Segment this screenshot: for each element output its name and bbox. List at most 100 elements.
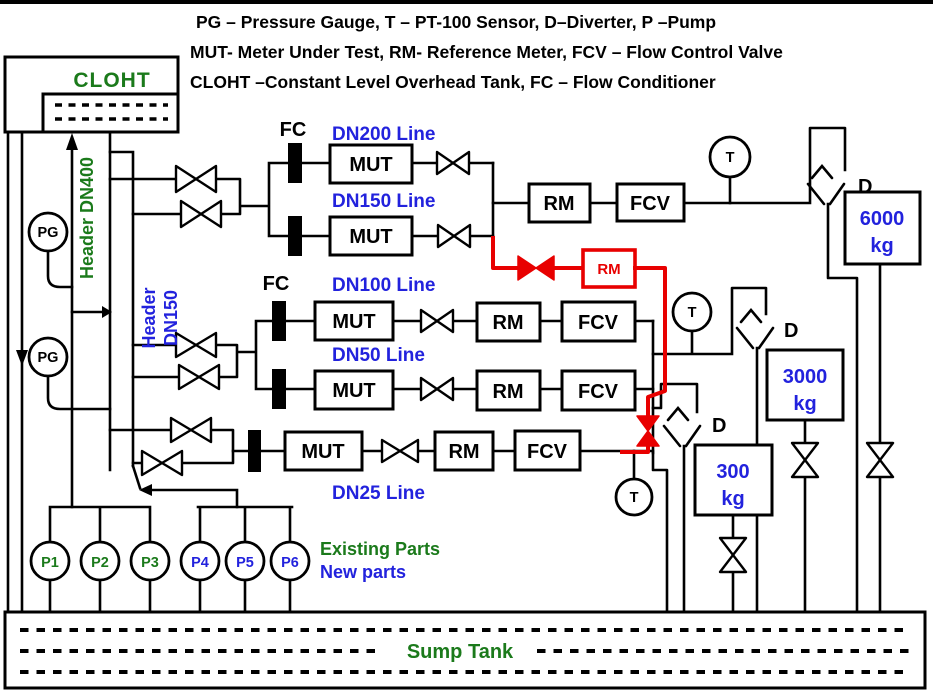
rm-box-dn100 <box>475 301 542 343</box>
rm-label: RM <box>492 381 523 403</box>
red-valve-icon <box>636 415 660 447</box>
right-arrow <box>102 306 112 318</box>
pump-1 <box>29 540 71 582</box>
pump-3 <box>129 540 171 582</box>
mut-box-dn200 <box>328 143 414 185</box>
tank-3000-unit: kg <box>793 393 816 415</box>
diverters <box>662 163 846 448</box>
fc-bar-dn150 <box>288 216 302 256</box>
pressure-gauge-2 <box>27 336 69 378</box>
dn200-line-label: DN200 Line <box>332 124 435 145</box>
valve-icon <box>169 416 213 444</box>
valve-icon <box>380 438 420 464</box>
red-pipe <box>633 266 667 418</box>
pump-6 <box>269 540 311 582</box>
new-parts-note: New parts <box>320 562 406 582</box>
legend-line-3: CLOHT –Constant Level Overhead Tank, FC … <box>190 72 716 92</box>
red-test-loop <box>491 236 667 454</box>
valve-icon <box>718 536 748 574</box>
pump-label: P6 <box>281 555 299 571</box>
rm-box-top <box>527 182 592 224</box>
dn150-line-label: DN150 Line <box>332 191 435 212</box>
red-valve-icon <box>517 255 555 281</box>
instruments <box>27 135 752 582</box>
pg2-stub <box>46 374 112 411</box>
mut-label: MUT <box>349 154 392 176</box>
tank-3000-value: 3000 <box>783 366 828 388</box>
pump-suction-pipes <box>48 578 292 614</box>
temp-sensor-3 <box>614 477 654 517</box>
dn100-dn50-branch <box>131 319 274 391</box>
valve-icon <box>174 164 218 194</box>
rm-box-dn25 <box>433 430 495 472</box>
red-pipe <box>620 444 650 454</box>
pump-label: P5 <box>236 555 254 571</box>
top-delivery-pipe <box>491 126 847 205</box>
cloht-inner-box <box>41 92 180 134</box>
pg-label: PG <box>38 225 59 241</box>
fc-bar-dn200 <box>288 143 302 183</box>
diverter-label: D <box>858 176 872 198</box>
mut-label: MUT <box>349 226 392 248</box>
flow-conditioners <box>248 143 302 472</box>
equipment-boxes <box>283 143 922 517</box>
pressure-gauge-1 <box>27 211 69 253</box>
fcv-label: FCV <box>527 441 568 463</box>
fcv-label: FCV <box>578 381 619 403</box>
valve-icon <box>419 376 455 402</box>
top-border <box>0 0 933 4</box>
valve-icon <box>179 199 223 229</box>
pump-5 <box>224 540 266 582</box>
cloht-label: CLOHT <box>73 69 150 92</box>
pump-label: P1 <box>41 555 59 571</box>
valve-icon <box>436 223 472 249</box>
dn100-line-label: DN100 Line <box>332 275 435 296</box>
temp-sensor-2 <box>671 291 713 333</box>
left-arrow <box>139 484 152 496</box>
rm-label: RM <box>543 193 574 215</box>
down-arrow <box>16 350 28 366</box>
fcv-box-top <box>615 182 686 223</box>
fc-bar-dn25 <box>248 430 261 472</box>
valve-icon <box>435 150 471 176</box>
fc-bar-dn50 <box>272 369 286 409</box>
t-label: T <box>630 490 639 506</box>
diverter-icon <box>662 405 702 448</box>
tank-300-value: 300 <box>716 461 749 483</box>
mut-label: MUT <box>332 311 375 333</box>
text-labels: Header DN400 Header DN150 DN200 Line DN1… <box>38 119 905 582</box>
rm-box-dn50 <box>475 369 542 412</box>
weigh-tank-6000 <box>843 190 922 266</box>
sump-tank: Sump Tank <box>3 610 927 690</box>
up-arrow <box>66 133 78 150</box>
header-dn150-label-2: DN150 <box>161 290 181 346</box>
dn25-line-label: DN25 Line <box>332 483 425 504</box>
valve-icon <box>177 363 221 391</box>
diverter3-feed <box>651 382 699 414</box>
mut-box-dn100 <box>313 300 395 342</box>
pg1-stub <box>46 249 74 289</box>
diverter1-bypass <box>826 202 859 614</box>
dn200-dn150-branch <box>108 161 290 238</box>
legend: PG – Pressure Gauge, T – PT-100 Sensor, … <box>190 12 783 92</box>
header-dn400-label: Header DN400 <box>77 157 97 279</box>
valve-icon <box>865 441 895 479</box>
fcv-box-dn100 <box>560 300 637 343</box>
pump-manifold-existing <box>48 505 152 544</box>
sump-label: Sump Tank <box>407 641 514 663</box>
mut-label: MUT <box>332 380 375 402</box>
pump-2 <box>79 540 121 582</box>
header-dn150-pipe <box>108 150 135 468</box>
pg-label: PG <box>38 350 59 366</box>
fcv-box-dn50 <box>560 369 637 412</box>
mut-box-dn25 <box>283 430 364 472</box>
diverter-icon <box>806 163 846 206</box>
red-pipe <box>491 236 520 270</box>
return-junction <box>131 464 142 490</box>
fcv-box-dn25 <box>513 429 582 472</box>
cloht-tank: CLOHT <box>3 55 180 134</box>
weigh-tank-300 <box>693 443 774 517</box>
tank-6000-value: 6000 <box>860 208 905 230</box>
rm-label: RM <box>448 441 479 463</box>
